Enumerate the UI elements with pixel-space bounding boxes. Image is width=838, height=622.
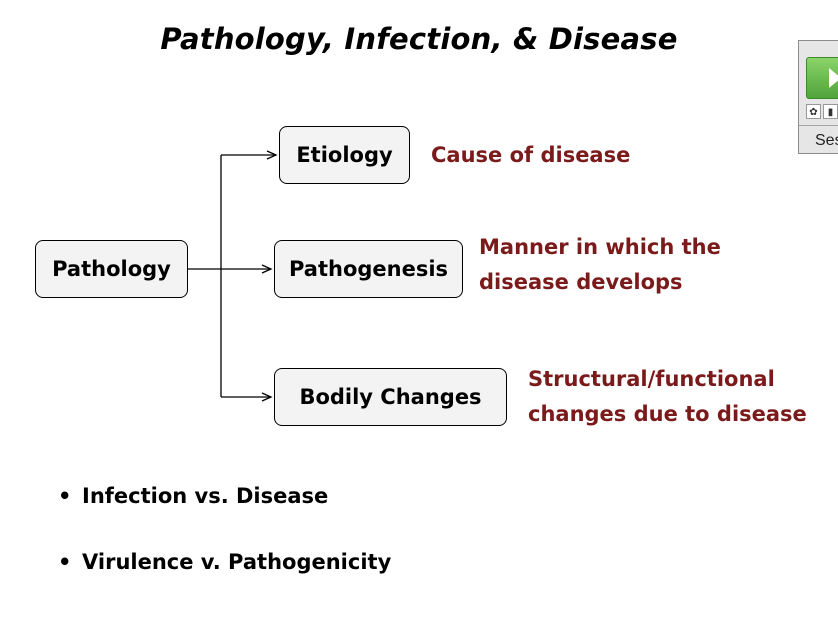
session-widget: ✿ ▮ Ses — [798, 40, 838, 154]
bullet-item: • Virulence v. Pathogenicity — [58, 546, 391, 612]
bullet-text: Infection vs. Disease — [82, 484, 329, 508]
node-pathogenesis: Pathogenesis — [274, 240, 463, 298]
gear-icon[interactable]: ✿ — [806, 104, 821, 119]
play-button[interactable] — [806, 57, 838, 99]
bullet-dot: • — [58, 484, 72, 508]
description-line: changes due to disease — [528, 402, 807, 426]
description-line: Structural/functional — [528, 367, 775, 391]
node-pathology: Pathology — [35, 240, 188, 298]
bullet-dot: • — [58, 550, 72, 574]
session-label[interactable]: Ses — [799, 125, 838, 153]
description-line: disease develops — [479, 270, 683, 294]
slide-title: Pathology, Infection, & Disease — [160, 22, 678, 56]
play-icon — [829, 68, 838, 88]
etiology-description: Cause of disease — [431, 138, 630, 173]
bar-chart-icon[interactable]: ▮ — [823, 104, 838, 119]
description-line: Manner in which the — [479, 235, 721, 259]
bullet-list: • Infection vs. Disease • Virulence v. P… — [58, 480, 391, 612]
bullet-text: Virulence v. Pathogenicity — [82, 550, 392, 574]
description-line: Cause of disease — [431, 143, 631, 167]
pathogenesis-description: Manner in which the disease develops — [479, 230, 721, 300]
node-etiology: Etiology — [279, 126, 410, 184]
bodily-changes-description: Structural/functional changes due to dis… — [528, 362, 807, 432]
node-bodily-changes: Bodily Changes — [274, 368, 507, 426]
widget-toolbar: ✿ ▮ — [806, 104, 838, 120]
bullet-item: • Infection vs. Disease — [58, 480, 391, 546]
